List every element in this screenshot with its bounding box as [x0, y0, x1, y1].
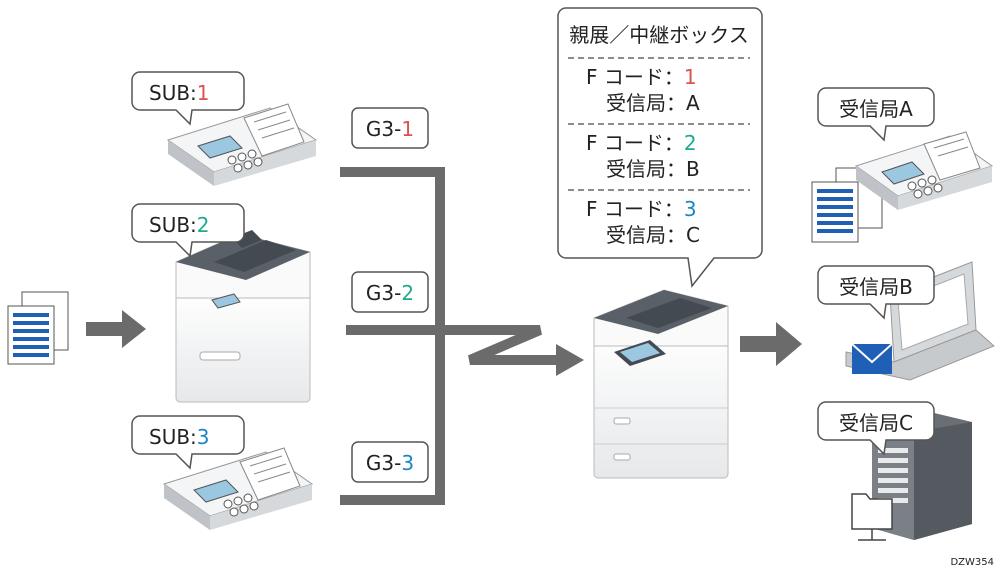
fax-machine-3-icon — [162, 447, 314, 530]
dest-2: 受信局：B — [606, 157, 700, 181]
relay-box-title: 親展／中継ボックス — [569, 23, 748, 47]
dest-3: 受信局：C — [606, 223, 700, 247]
source-document-icon — [7, 291, 69, 365]
receiver-b-label: 受信局B — [839, 275, 913, 299]
line-bundle — [340, 167, 560, 505]
g3-label-2: G3-2 — [351, 271, 429, 313]
receiver-a-fax-icon — [811, 131, 994, 243]
fcode-3: F コード：3 — [586, 197, 697, 221]
sub-label-1: SUB:1 — [149, 81, 210, 105]
arrow-to-receivers-icon — [740, 322, 802, 366]
sub-label-2: SUB:2 — [149, 213, 210, 237]
svg-text:G3-3: G3-3 — [366, 451, 414, 475]
relay-box-bubble: 親展／中継ボックス F コード：1 受信局：A F コード：2 受信局：B F … — [557, 7, 763, 288]
receiver-a-label: 受信局A — [839, 97, 913, 121]
arrow-to-relay-icon — [556, 344, 584, 376]
mfp-sender-icon — [175, 230, 311, 403]
receiver-a-bubble: 受信局A — [817, 87, 935, 142]
svg-text:G3-1: G3-1 — [366, 117, 414, 141]
receiver-b-bubble: 受信局B — [817, 265, 935, 320]
fcode-2: F コード：2 — [586, 131, 697, 155]
fcode-1: F コード：1 — [586, 65, 697, 89]
g3-label-1: G3-1 — [351, 107, 429, 149]
sub-bubble-1: SUB:1 — [131, 71, 245, 126]
fax-machine-1-icon — [166, 103, 318, 186]
dest-1: 受信局：A — [606, 91, 700, 115]
sub-bubble-3: SUB:3 — [131, 415, 245, 470]
receiver-c-bubble: 受信局C — [817, 401, 935, 456]
svg-text:G3-2: G3-2 — [366, 281, 414, 305]
sub-label-3: SUB:3 — [149, 425, 210, 449]
diagram-code: DZW354 — [950, 557, 994, 568]
receiver-c-server-icon — [851, 412, 972, 541]
sub-bubble-2: SUB:2 — [131, 203, 245, 258]
arrow-right-icon — [86, 310, 146, 348]
g3-label-3: G3-3 — [351, 441, 429, 483]
receiver-c-label: 受信局C — [839, 411, 913, 435]
relay-mfp-icon — [593, 289, 729, 479]
